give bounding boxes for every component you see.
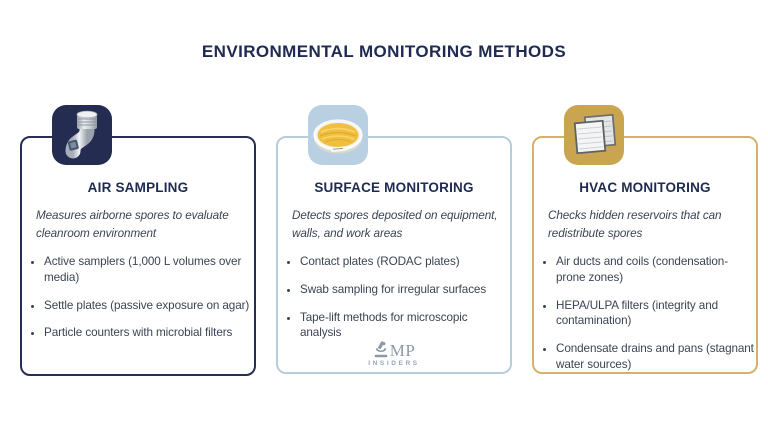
card-description: Detects spores deposited on equipment, w… — [292, 209, 498, 240]
bullet-item: Settle plates (passive exposure on agar) — [44, 298, 252, 314]
card-title: AIR SAMPLING — [87, 180, 189, 195]
card-bullet-list: Contact plates (RODAC plates) Swab sampl… — [278, 254, 510, 341]
bullet-item: Swab sampling for irregular surfaces — [300, 282, 508, 298]
bullet-item: HEPA/ULPA filters (integrity and contami… — [556, 298, 754, 330]
air-sampler-icon — [52, 105, 112, 165]
petri-dish-icon — [308, 105, 368, 165]
bullet-item: Air ducts and coils (condensation-prone … — [556, 254, 754, 286]
card-surface-monitoring: SURFACE MONITORING Detects spores deposi… — [276, 105, 512, 374]
bullet-item: Active samplers (1,000 L volumes over me… — [44, 254, 252, 286]
bullet-item: Contact plates (RODAC plates) — [300, 254, 508, 270]
card-bullet-list: Air ducts and coils (condensation-prone … — [534, 254, 756, 373]
brand-watermark: MP INSIDERS — [278, 340, 510, 368]
bullet-item: Particle counters with microbial filters — [44, 325, 252, 341]
card-description: Checks hidden reservoirs that can redist… — [548, 209, 722, 240]
card-hvac-monitoring: HVAC MONITORING Checks hidden reservoirs… — [532, 105, 758, 374]
logo-subtext: INSIDERS — [368, 359, 420, 367]
bullet-item: Condensate drains and pans (stagnant wat… — [556, 341, 754, 373]
card-air-sampling: AIR SAMPLING Measures airborne spores to… — [20, 105, 256, 376]
card-description: Measures airborne spores to evaluate cle… — [36, 209, 229, 240]
logo-text: MP — [389, 340, 416, 360]
card-title: SURFACE MONITORING — [314, 180, 474, 195]
hvac-filter-icon — [564, 105, 624, 165]
card-bullet-list: Active samplers (1,000 L volumes over me… — [22, 254, 254, 341]
card-title: HVAC MONITORING — [579, 180, 711, 195]
logo-mark-icon — [373, 340, 389, 359]
page-title: ENVIRONMENTAL MONITORING METHODS — [201, 42, 567, 61]
bullet-item: Tape-lift methods for microscopic analys… — [300, 310, 508, 342]
